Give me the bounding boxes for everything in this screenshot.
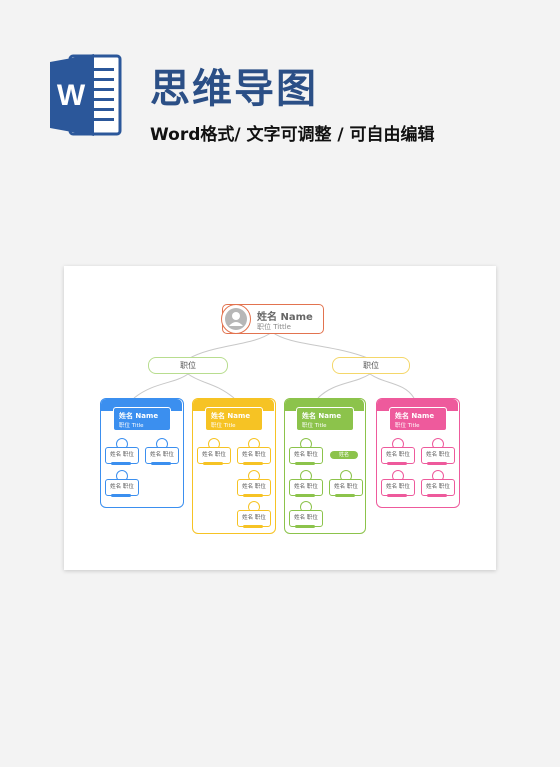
dept-head-role: 职位 Title [119,423,144,429]
member-bar [295,462,315,465]
member-bar [243,494,263,497]
dept-head-card-green[interactable] [296,407,354,431]
member-bar [295,525,315,528]
word-logo-icon: W [48,48,124,140]
dept-head-role: 职位 Title [395,423,420,429]
member-card[interactable]: 姓名 职位 [381,447,415,464]
member-bar [243,462,263,465]
member-bar [203,462,223,465]
dept-head-card-blue[interactable] [113,407,171,431]
position-node-right[interactable]: 职位 [332,357,410,374]
root-avatar-icon [221,304,251,334]
member-bar [387,494,407,497]
member-bar [427,494,447,497]
position-node-left[interactable]: 职位 [148,357,228,374]
dept-head-name: 姓名 Name [302,412,342,420]
member-bar [111,462,131,465]
svg-text:W: W [57,79,86,112]
member-bar [427,462,447,465]
highlight-pill[interactable]: 姓名 [330,451,358,459]
page-title: 思维导图 [150,66,318,112]
member-bar [295,494,315,497]
member-bar [151,462,171,465]
org-chart-sheet: 姓名 Name 职位 Tittle 职位 职位 姓名 Name 职位 Title… [64,266,496,570]
member-bar [335,494,355,497]
dept-head-role: 职位 Title [302,423,327,429]
root-role: 职位 Tittle [257,323,291,331]
dept-head-name: 姓名 Name [119,412,159,420]
member-bar [111,494,131,497]
root-name: 姓名 Name [257,312,313,323]
connector-lines [133,331,415,399]
dept-head-name: 姓名 Name [395,412,435,420]
dept-head-card-yellow[interactable] [205,407,263,431]
page-subtitle: Word格式/ 文字可调整 / 可自由编辑 [150,125,435,145]
member-bar [387,462,407,465]
dept-head-card-pink[interactable] [389,407,447,431]
dept-head-role: 职位 Title [211,423,236,429]
dept-head-name: 姓名 Name [211,412,251,420]
member-bar [243,525,263,528]
